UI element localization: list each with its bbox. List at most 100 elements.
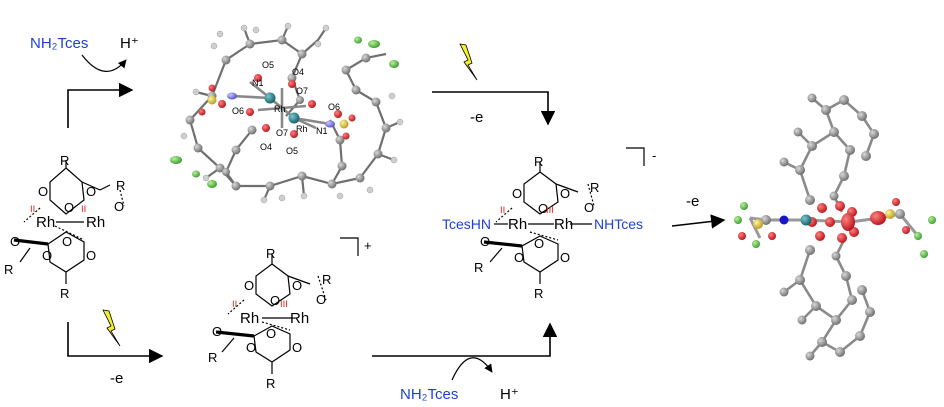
start-o-3: O xyxy=(114,199,124,214)
crystal-label-rh-b: Rh xyxy=(296,124,308,134)
reagent-top-label: NH₂Tces xyxy=(30,35,88,52)
anion-o-6: O xyxy=(534,236,544,251)
cation-ox-right: III xyxy=(280,299,288,310)
dft-oxygens xyxy=(738,198,910,243)
cation-o-1: O xyxy=(244,278,254,293)
start-o-4: O xyxy=(64,200,74,215)
crystal-label-o6-a: O6 xyxy=(232,106,244,116)
crystal-label-o6-b: O6 xyxy=(328,102,340,112)
proton-top-label: H⁺ xyxy=(120,35,139,52)
rh2-start-labels: R O O R O O Rh Rh II II O O O O R R xyxy=(4,153,125,301)
ortep-hydrogens xyxy=(180,22,404,204)
elbow-arrow-bottom-right xyxy=(372,322,558,357)
start-r-left: R xyxy=(4,262,13,277)
ortep-oxygens xyxy=(198,74,356,140)
start-rh-right: Rh xyxy=(86,214,105,231)
rh2-paddlewheel-start xyxy=(13,160,125,284)
crystal-label-o5-b: O5 xyxy=(286,146,298,156)
anion-rh-right: Rh xyxy=(554,216,573,233)
start-rh-left: Rh xyxy=(36,214,55,231)
bottom-ligand-exchange-arrow: NH₂Tces H⁺ xyxy=(372,322,558,403)
arrow-right xyxy=(671,214,726,229)
anion-o-7: O xyxy=(514,250,524,265)
cation-o-7: O xyxy=(246,340,256,355)
right-oxidation-arrow: -e xyxy=(671,193,726,229)
cation-r-left: R xyxy=(208,350,217,365)
reagent-bottom-label: NH₂Tces xyxy=(400,386,458,403)
start-ox-left: II xyxy=(30,204,35,215)
anion-o-8: O xyxy=(560,250,570,265)
cation-o-5: O xyxy=(212,324,222,339)
start-o-1: O xyxy=(38,184,48,199)
minus-e-left-label: -e xyxy=(110,370,123,387)
cation-r-top: R xyxy=(266,246,275,261)
start-ox-right: II xyxy=(81,204,86,215)
cation-o-3: O xyxy=(316,292,326,307)
anion-ox-left: II xyxy=(500,205,505,216)
elbow-arrow-down xyxy=(67,322,164,364)
crystal-label-n1-a: N1 xyxy=(252,78,264,88)
dft-carbons xyxy=(761,93,905,361)
anion-o-2: O xyxy=(560,186,570,201)
cation-o-8: O xyxy=(292,340,302,355)
anion-ligand-left: TcesHN xyxy=(442,216,491,232)
start-o-2: O xyxy=(86,184,96,199)
start-r-top: R xyxy=(60,153,69,168)
elbow-arrow-top-right xyxy=(432,91,556,126)
start-o-7: O xyxy=(42,248,52,263)
anion-o-5: O xyxy=(480,234,490,249)
bottom-oxidation-arrow: -e xyxy=(67,309,164,387)
anion-rh-left: Rh xyxy=(508,216,527,233)
ortep-nitrogens xyxy=(227,92,335,128)
dft-molecular-model xyxy=(734,93,936,361)
anion-ligand-right: NHTces xyxy=(594,216,643,232)
minus-e-top-right-label: -e xyxy=(470,109,483,126)
ortep-rhodiums xyxy=(264,92,300,124)
dft-sulfurs xyxy=(753,209,895,229)
rh2-paddlewheel-anion xyxy=(483,162,595,284)
anion-ox-right: III xyxy=(546,205,554,216)
ortep-chlorines xyxy=(170,36,399,188)
start-r-right: R xyxy=(116,178,125,193)
cation-rh-right: Rh xyxy=(290,310,309,327)
rh2-anion-labels: R O O R O O Rh Rh II III TcesHN NHTces O… xyxy=(442,147,656,301)
cation-o-2: O xyxy=(292,278,302,293)
crystal-structure-ortep: N1 N1 O5 O5 O4 O4 O7 O7 O6 O6 Rh Rh xyxy=(170,22,404,204)
cation-charge: + xyxy=(364,238,372,253)
lightning-bolt-icon xyxy=(459,43,478,81)
lightning-bolt-icon xyxy=(102,309,121,347)
anion-charge: - xyxy=(652,148,656,163)
anion-r-top: R xyxy=(534,154,543,169)
rh2-paddlewheel-cation xyxy=(215,254,327,374)
cation-o-6: O xyxy=(266,326,276,341)
cation-r-bottom: R xyxy=(266,376,275,391)
top-oxidation-arrow: -e xyxy=(432,43,556,126)
anion-r-bottom: R xyxy=(534,286,543,301)
curved-arrow-icon xyxy=(451,357,493,381)
dft-nitrogen xyxy=(779,215,789,225)
start-o-6: O xyxy=(62,234,72,249)
cation-ox-left: II xyxy=(232,299,237,310)
start-o-8: O xyxy=(86,248,96,263)
crystal-label-o5-a: O5 xyxy=(262,60,274,70)
minus-e-right-label: -e xyxy=(686,193,699,210)
elbow-arrow-up xyxy=(67,82,134,128)
anion-o-1: O xyxy=(512,186,522,201)
anion-r-right: R xyxy=(590,180,599,195)
rh2-cation-labels: R O O R O O Rh Rh II III O O O O R R + xyxy=(208,237,372,391)
proton-bottom-label: H⁺ xyxy=(500,386,519,403)
crystal-label-o7-a: O7 xyxy=(296,86,308,96)
start-r-bottom: R xyxy=(60,286,69,301)
crystal-label-o4-b: O4 xyxy=(260,142,272,152)
curved-arrow-icon xyxy=(81,54,127,72)
anion-r-left: R xyxy=(474,260,483,275)
dft-chlorines xyxy=(734,202,936,258)
crystal-label-o7-b: O7 xyxy=(276,128,288,138)
ortep-sulfurs xyxy=(207,95,349,129)
anion-o-4: O xyxy=(538,201,548,216)
crystal-label-n1-b: N1 xyxy=(316,126,328,136)
crystal-label-rh-a: Rh xyxy=(274,104,286,114)
crystal-label-o4-a: O4 xyxy=(292,67,304,77)
anion-o-3: O xyxy=(584,200,594,215)
